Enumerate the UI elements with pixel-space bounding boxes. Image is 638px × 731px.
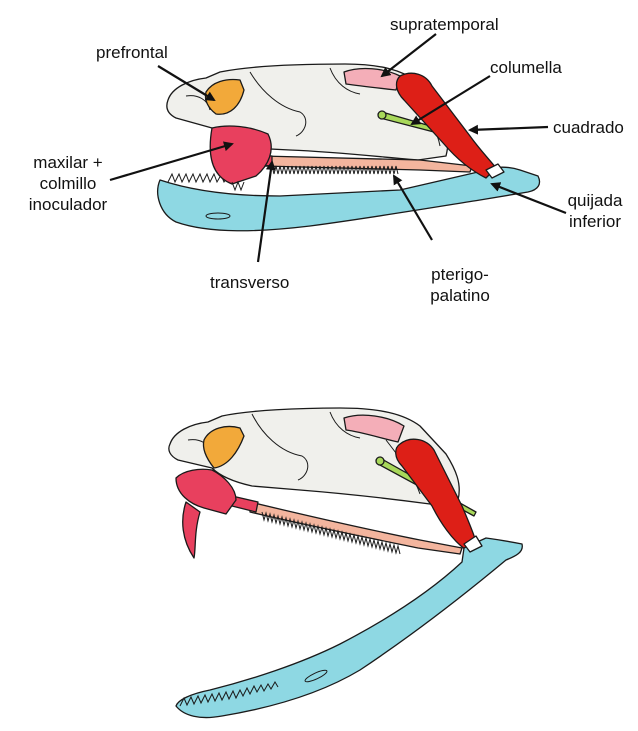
label-prefrontal: prefrontal	[96, 42, 168, 63]
pterigopalatino-open	[250, 502, 462, 554]
label-quijada: quijada inferior	[560, 190, 630, 232]
skull-open	[169, 408, 522, 718]
label-columella: columella	[490, 57, 562, 78]
label-maxilar: maxilar + colmillo inoculador	[20, 152, 116, 215]
label-pterigo: pterigo- palatino	[412, 264, 508, 306]
arrow-cuadrado	[470, 127, 548, 130]
arrow-supratemporal	[382, 34, 436, 76]
fang-open	[183, 502, 200, 558]
skull-closed	[158, 64, 540, 231]
label-transverso: transverso	[210, 272, 289, 293]
label-cuadrado: cuadrado	[553, 117, 624, 138]
maxilar-closed	[210, 126, 271, 184]
label-supratemporal: supratemporal	[390, 14, 499, 35]
lower-jaw-open	[176, 538, 522, 718]
